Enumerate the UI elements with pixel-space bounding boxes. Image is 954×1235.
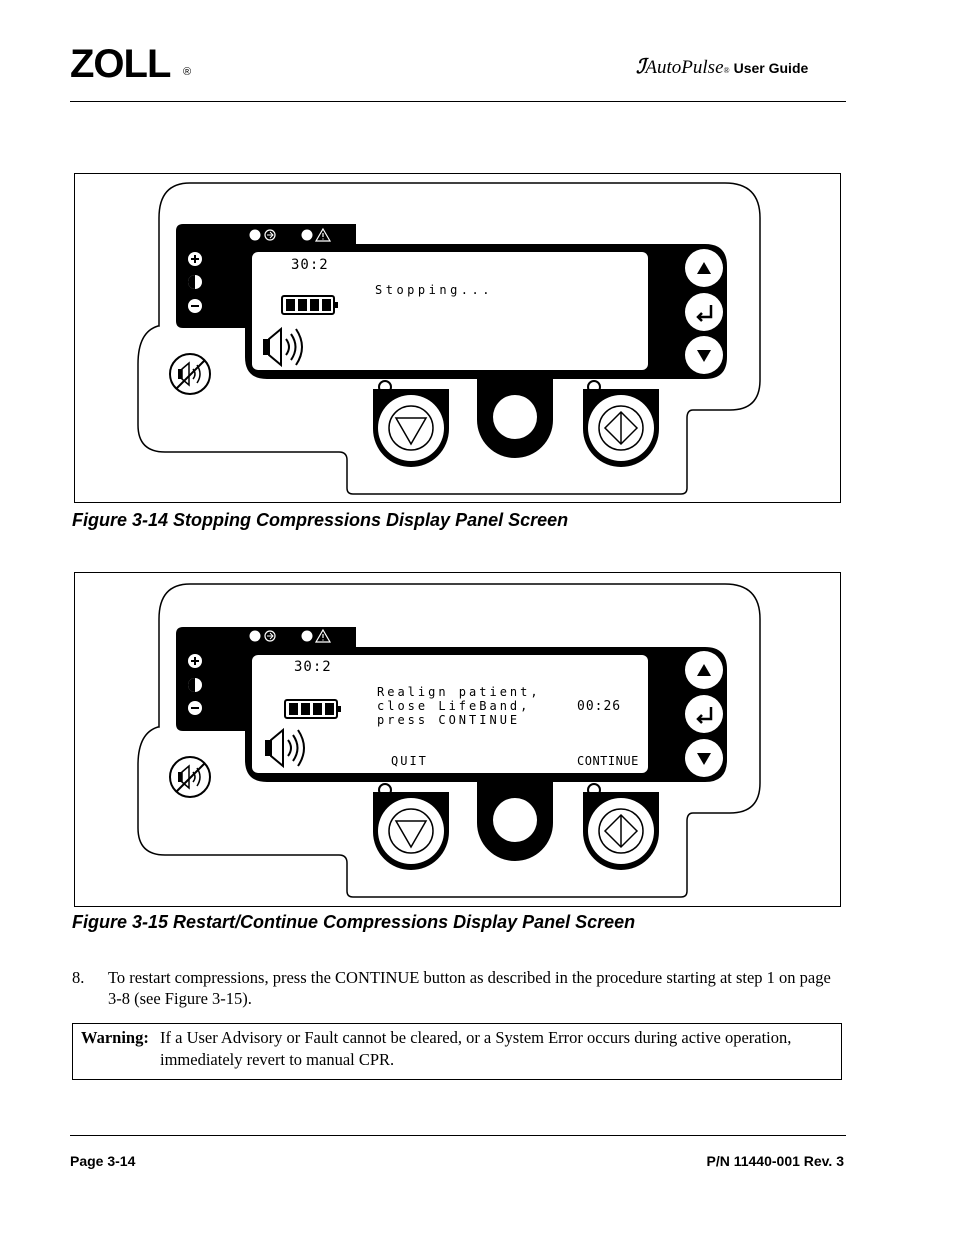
warning-icon bbox=[314, 227, 332, 242]
figure-3-14-caption: Figure 3-14 Stopping Compressions Displa… bbox=[72, 510, 569, 530]
contrast-icon[interactable] bbox=[188, 678, 202, 692]
message-line-3: press CONTINUE bbox=[377, 713, 520, 727]
start-icon[interactable] bbox=[583, 792, 659, 870]
guide-label: User Guide bbox=[733, 60, 809, 76]
battery-icon bbox=[281, 295, 338, 315]
stopping-message: Stopping... bbox=[375, 283, 493, 297]
figure-3-15-drawing: 30:2 Realign patient, close LifeBand, pr… bbox=[137, 583, 761, 898]
speaker-icon bbox=[263, 326, 303, 368]
power-icon bbox=[264, 229, 276, 241]
figure-3-15-caption: Figure 3-15 Restart/Continue Compression… bbox=[72, 912, 636, 932]
zoll-logo: ZOLL bbox=[70, 42, 171, 86]
logo-registered-mark: ® bbox=[183, 66, 192, 78]
up-arrow-icon[interactable] bbox=[685, 651, 723, 689]
ratio-readout: 30:2 bbox=[294, 659, 332, 675]
figure-3-15: 30:2 Realign patient, close LifeBand, pr… bbox=[74, 572, 841, 907]
part-number: P/N 11440-001 Rev. 3 bbox=[706, 1153, 844, 1169]
product-name: AutoPulse bbox=[645, 57, 724, 78]
battery-icon bbox=[284, 699, 341, 719]
plus-icon[interactable] bbox=[188, 252, 202, 266]
mute-icon[interactable] bbox=[169, 353, 211, 395]
footer-rule bbox=[70, 1135, 846, 1136]
speaker-icon bbox=[265, 727, 305, 769]
enter-icon[interactable] bbox=[685, 293, 723, 331]
enter-icon[interactable] bbox=[685, 695, 723, 733]
figure-3-14: 30:2 Stopping... bbox=[74, 173, 841, 503]
up-arrow-icon[interactable] bbox=[685, 249, 723, 287]
start-icon[interactable] bbox=[583, 389, 659, 467]
warning-text: If a User Advisory or Fault cannot be cl… bbox=[160, 1028, 792, 1069]
message-line-1: Realign patient, bbox=[377, 685, 541, 699]
stop-icon[interactable] bbox=[373, 389, 449, 467]
power-icon bbox=[264, 630, 276, 642]
step-text: To restart compressions, press the CONTI… bbox=[108, 968, 831, 1008]
figure-3-14-drawing: 30:2 Stopping... bbox=[137, 182, 761, 495]
minus-icon[interactable] bbox=[188, 299, 202, 313]
product-brand: ℐ AutoPulse ® User Guide bbox=[636, 54, 808, 80]
power-led-icon bbox=[249, 229, 261, 241]
down-arrow-icon[interactable] bbox=[685, 336, 723, 374]
ratio-readout: 30:2 bbox=[291, 257, 329, 273]
warning-led-icon bbox=[301, 630, 313, 642]
header-rule bbox=[70, 101, 846, 102]
warning-box: Warning: If a User Advisory or Fault can… bbox=[72, 1023, 842, 1080]
plus-icon[interactable] bbox=[188, 654, 202, 668]
warning-label: Warning: bbox=[81, 1028, 149, 1047]
product-registered-mark: ® bbox=[723, 66, 730, 75]
autopulse-mark: ℐ bbox=[636, 56, 646, 78]
quit-softkey-label: QUIT bbox=[391, 754, 428, 768]
contrast-icon[interactable] bbox=[188, 275, 202, 289]
countdown-timer: 00:26 bbox=[577, 699, 621, 714]
continue-softkey-label: CONTINUE bbox=[577, 754, 639, 768]
stop-icon[interactable] bbox=[373, 792, 449, 870]
down-arrow-icon[interactable] bbox=[685, 739, 723, 777]
step-number: 8. bbox=[72, 968, 85, 987]
power-led-icon bbox=[249, 630, 261, 642]
mute-icon[interactable] bbox=[169, 756, 211, 798]
message-line-2: close LifeBand, bbox=[377, 699, 530, 713]
page-number: Page 3-14 bbox=[70, 1153, 136, 1169]
warning-icon bbox=[314, 628, 332, 643]
warning-led-icon bbox=[301, 229, 313, 241]
minus-icon[interactable] bbox=[188, 701, 202, 715]
